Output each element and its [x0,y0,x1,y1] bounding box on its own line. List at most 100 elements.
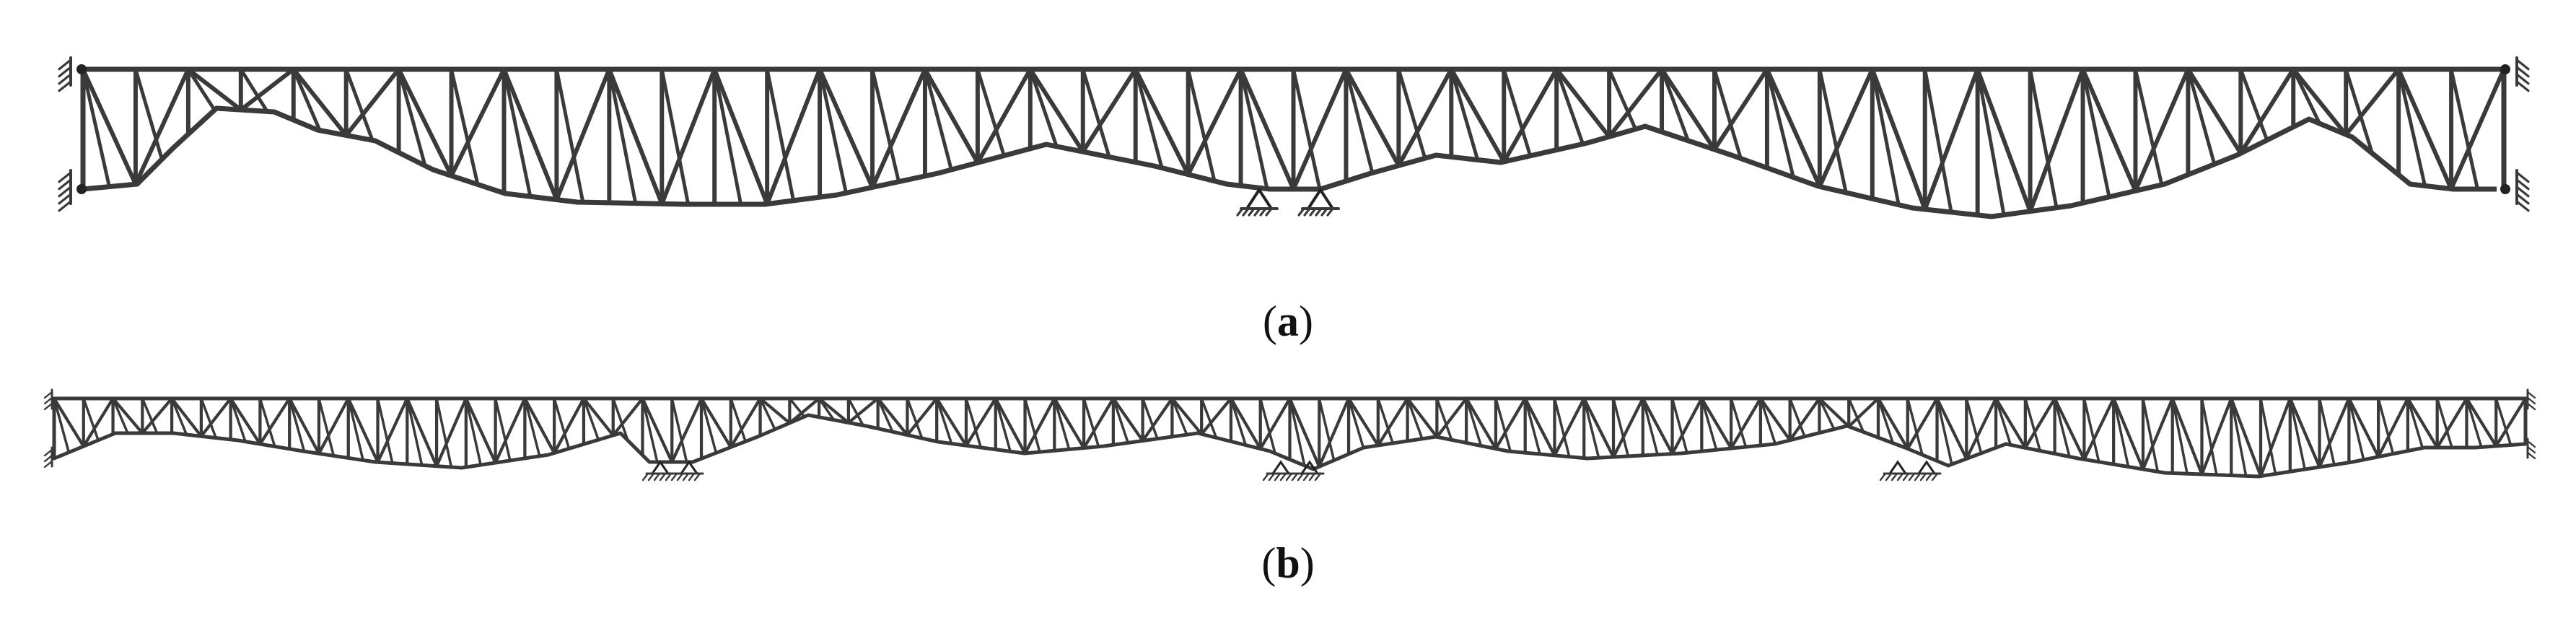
web-diagonal [52,396,85,448]
web-diagonal [1344,67,1401,168]
web-diagonal [765,67,823,206]
web-diagonal [2200,397,2218,476]
web-diagonal [450,67,480,186]
web-diagonal [502,67,533,199]
hinge-node [2500,64,2510,74]
web-diagonal [199,396,232,438]
web-diagonal [1080,67,1138,154]
web-diagonal [1818,396,1851,428]
web-diagonal [1554,67,1585,146]
wall-hatch [58,66,72,78]
ground-hatch [1309,207,1317,217]
web-diagonal [133,67,164,162]
web-diagonal [1906,397,1924,456]
web-diagonal [1935,396,1968,461]
web-diagonal [82,397,100,442]
ground-hatch [1891,472,1898,482]
web-diagonal [1876,396,1909,450]
web-diagonal [1642,397,1659,456]
ground-hatch [1297,207,1305,217]
web-diagonal [2023,396,2056,450]
web-diagonal [1935,397,1953,466]
wall-hatch [58,193,72,205]
web-diagonal [81,67,138,187]
ground-hatch [1303,207,1311,217]
web-diagonal [2230,397,2248,478]
web-diagonal [2347,396,2380,458]
web-diagonal [758,397,776,431]
web-diagonal [1396,67,1427,160]
ground-hatch [1919,472,1927,482]
web-diagonal [1133,67,1191,177]
web-diagonal [1406,396,1439,439]
web-diagonal [976,67,1006,158]
ground-hatch [1285,472,1293,482]
wall-hatch [2526,396,2536,405]
web-diagonal [1292,67,1322,191]
web-diagonal [553,397,571,450]
pin-support [1305,187,1336,210]
web-diagonal [494,397,512,462]
ground-hatch [1291,472,1299,482]
web-diagonal [2142,397,2160,474]
web-diagonal [258,397,276,448]
web-diagonal [1729,396,1763,450]
web-diagonal [1406,397,1424,440]
web-diagonal [1582,396,1616,459]
web-diagonal [1817,67,1875,189]
web-diagonal [1641,396,1674,456]
web-diagonal [1523,396,1556,457]
web-diagonal [1975,67,2033,214]
ground-hatch [1242,207,1250,217]
web-diagonal [111,397,129,435]
web-diagonal [2259,397,2277,476]
ground-hatch [1265,207,1273,217]
web-diagonal [1582,397,1600,459]
ground-hatch [1259,207,1267,217]
web-diagonal [2259,396,2292,478]
wall-hatch [2526,440,2536,448]
wall-hatch [58,171,72,183]
web-diagonal [494,396,527,465]
web-diagonal [1870,67,1927,212]
ground-hatch [1308,472,1316,482]
web-diagonal [2406,396,2439,450]
web-diagonal [994,397,1012,453]
ground-hatch [1879,472,1887,482]
web-diagonal [1288,397,1306,467]
web-diagonal [1502,67,1533,158]
web-diagonal [1976,67,2006,217]
web-diagonal [1465,396,1498,450]
wall-hatch [43,391,53,399]
bottom-chord [53,413,2526,479]
ground-hatch [1914,472,1922,482]
web-diagonal [1612,397,1630,458]
web-diagonal [1318,397,1336,462]
wall-hatch [58,73,72,85]
web-diagonal [501,67,559,202]
web-diagonal [1818,397,1836,431]
web-diagonal [1238,67,1296,191]
ground-hatch [1279,472,1287,482]
web-diagonal [1607,67,1638,131]
web-diagonal [200,397,218,440]
ground-hatch [693,472,701,482]
wall-hatch [2515,58,2530,71]
web-diagonal [1712,67,1769,152]
ground-hatch [1885,472,1893,482]
ground-hatch [1326,207,1334,217]
web-diagonal [1660,67,1717,152]
web-diagonal [582,396,615,437]
wall-hatch [2526,451,2536,460]
ground-hatch [1902,472,1910,482]
web-diagonal [1994,396,2027,450]
wall-hatch [2526,391,2536,399]
web-diagonal [2112,396,2145,471]
web-diagonal [346,397,364,462]
web-diagonal [1660,67,1690,143]
web-diagonal [2230,396,2263,478]
caption-b: (b) [1261,539,1315,587]
web-diagonal [2449,67,2506,191]
web-diagonal [465,397,482,466]
